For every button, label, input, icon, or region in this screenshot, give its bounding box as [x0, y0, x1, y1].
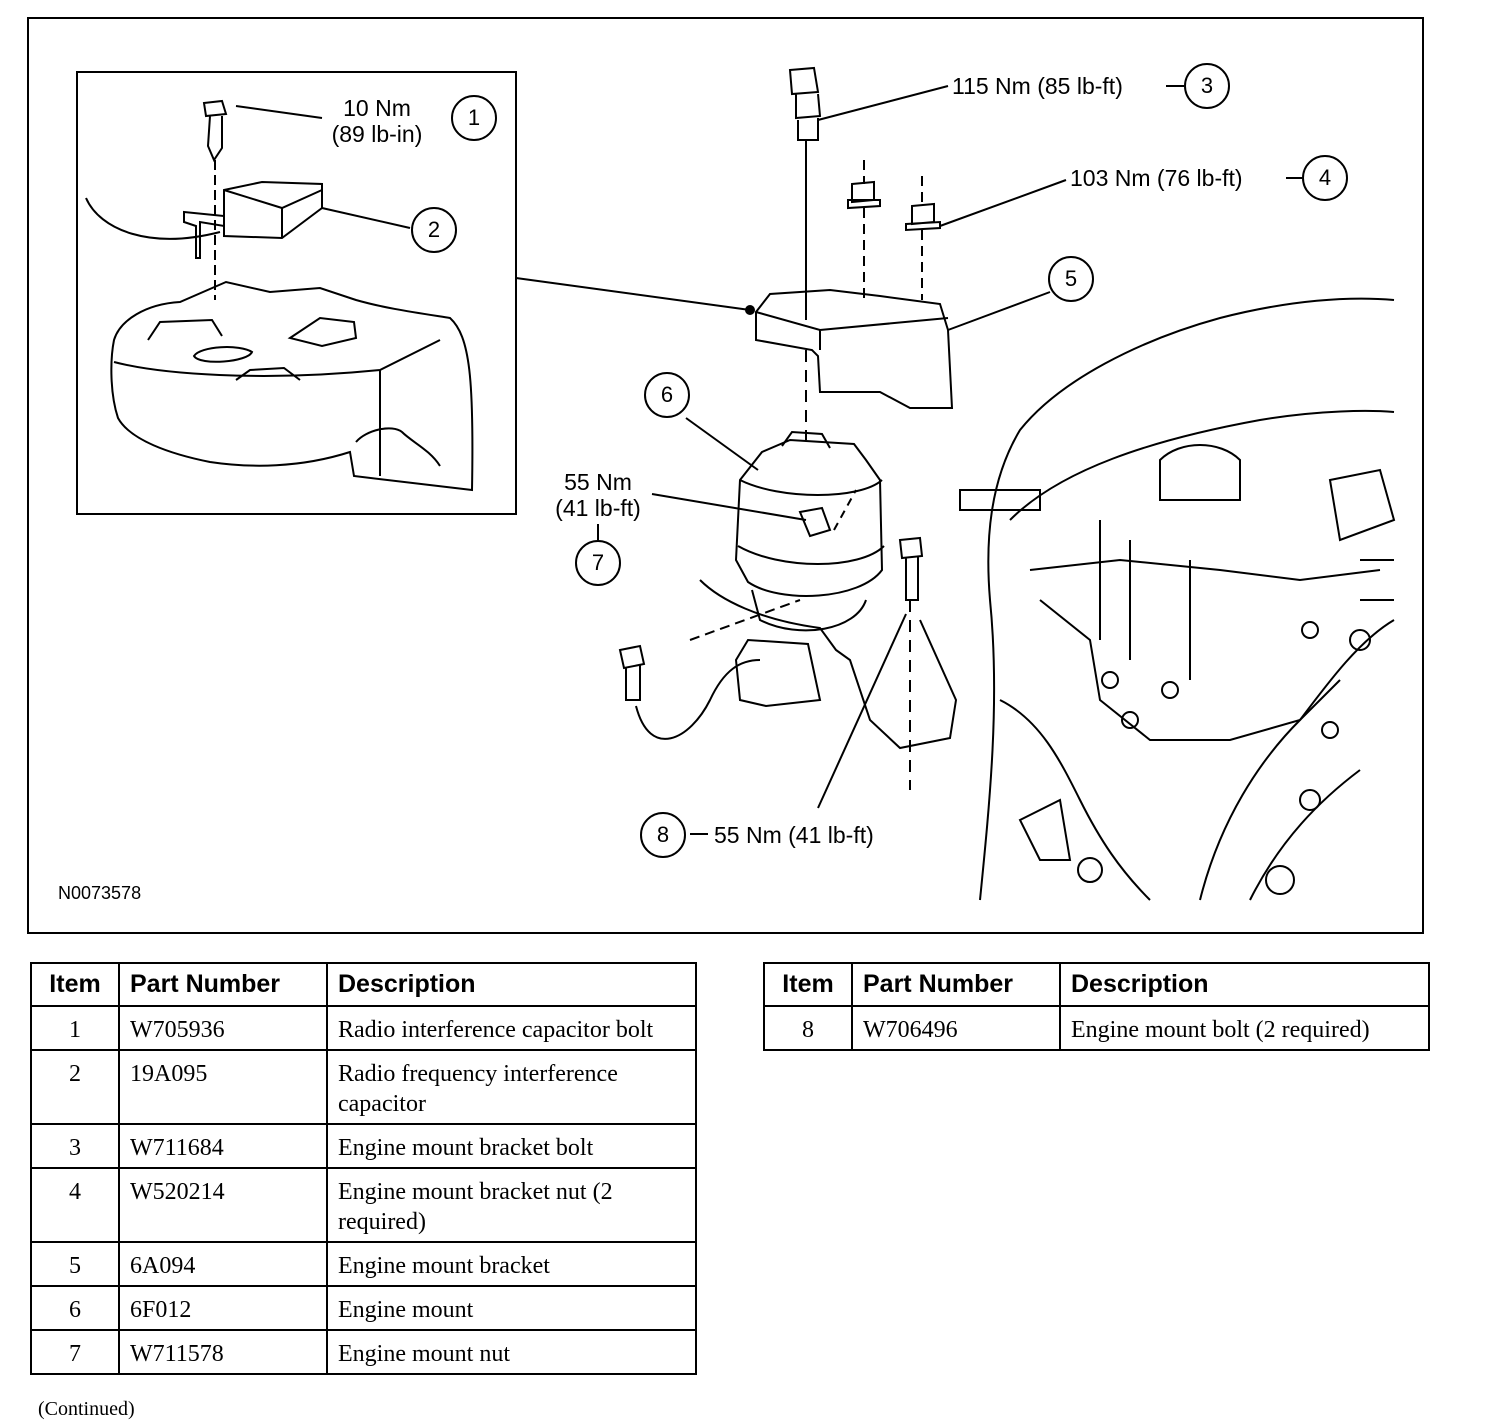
header-description: Description — [1059, 962, 1430, 1007]
torque-label-7: 55 Nm (41 lb-ft) — [540, 469, 656, 521]
table-row: 7 W711578 Engine mount nut — [30, 1329, 697, 1375]
callout-2: 2 — [411, 207, 457, 253]
cell-desc: Radio interference capacitor bolt — [326, 1005, 697, 1051]
engine-mount-bracket — [755, 288, 954, 409]
cell-item: 8 — [763, 1005, 853, 1051]
inset-bracket — [110, 280, 474, 492]
table-row: 8 W706496 Engine mount bolt (2 required) — [763, 1005, 1430, 1051]
callout-8: 8 — [640, 812, 686, 858]
callout-4: 4 — [1302, 155, 1348, 201]
table-row: 2 19A095 Radio frequency interference ca… — [30, 1049, 697, 1125]
torque-label-4: 103 Nm (76 lb-ft) — [1070, 165, 1243, 191]
diagram-frame — [27, 17, 1424, 934]
torque-7-lb: (41 lb-ft) — [555, 495, 641, 521]
callout-6: 6 — [644, 372, 690, 418]
cell-part: W711578 — [118, 1329, 328, 1375]
table-row: 5 6A094 Engine mount bracket — [30, 1241, 697, 1287]
cell-desc: Engine mount nut — [326, 1329, 697, 1375]
nut-7 — [798, 506, 832, 538]
table-row: 4 W520214 Engine mount bracket nut (2 re… — [30, 1167, 697, 1243]
bolt-1 — [202, 99, 228, 163]
torque-label-8: 55 Nm (41 lb-ft) — [714, 822, 874, 848]
cell-item: 6 — [30, 1285, 120, 1331]
cell-part: W520214 — [118, 1167, 328, 1243]
cell-desc: Engine mount — [326, 1285, 697, 1331]
header-description: Description — [326, 962, 697, 1007]
parts-table-left: Item Part Number Description 1 W705936 R… — [30, 962, 697, 1375]
cell-item: 2 — [30, 1049, 120, 1125]
torque-1-lb: (89 lb-in) — [331, 121, 423, 147]
cell-part: 6F012 — [118, 1285, 328, 1331]
cell-item: 7 — [30, 1329, 120, 1375]
exploded-view-diagram — [76, 66, 1396, 901]
cell-desc: Engine mount bolt (2 required) — [1059, 1005, 1430, 1051]
nut-4a — [847, 180, 881, 210]
cell-item: 1 — [30, 1005, 120, 1051]
header-part-number: Part Number — [118, 962, 328, 1007]
cell-part: 6A094 — [118, 1241, 328, 1287]
table-row: 6 6F012 Engine mount — [30, 1285, 697, 1331]
engine-block — [979, 297, 1395, 901]
torque-label-3: 115 Nm (85 lb-ft) — [952, 73, 1123, 99]
bolt-3 — [788, 66, 822, 141]
callout-1: 1 — [451, 95, 497, 141]
cell-part: 19A095 — [118, 1049, 328, 1125]
table-row: 3 W711684 Engine mount bracket bolt — [30, 1123, 697, 1169]
callout-5: 5 — [1048, 256, 1094, 302]
header-item: Item — [30, 962, 120, 1007]
table-header-row: Item Part Number Description — [763, 962, 1430, 1007]
bolt-8a — [898, 536, 924, 601]
capacitor — [223, 180, 323, 240]
header-part-number: Part Number — [851, 962, 1061, 1007]
bolt-8b — [618, 644, 646, 701]
cell-desc: Engine mount bracket — [326, 1241, 697, 1287]
table-header-row: Item Part Number Description — [30, 962, 697, 1007]
parts-table-right: Item Part Number Description 8 W706496 E… — [763, 962, 1430, 1051]
cell-part: W711684 — [118, 1123, 328, 1169]
cell-desc: Radio frequency interference capacitor — [326, 1049, 697, 1125]
torque-1-nm: 10 Nm — [343, 95, 411, 121]
engine-mount — [734, 438, 884, 597]
cell-item: 3 — [30, 1123, 120, 1169]
figure-id: N0073578 — [58, 883, 142, 903]
cell-part: W706496 — [851, 1005, 1061, 1051]
torque-7-nm: 55 Nm — [564, 469, 632, 495]
callout-7: 7 — [575, 540, 621, 586]
cell-part: W705936 — [118, 1005, 328, 1051]
callout-3: 3 — [1184, 63, 1230, 109]
cell-item: 4 — [30, 1167, 120, 1243]
table-row: 1 W705936 Radio interference capacitor b… — [30, 1005, 697, 1051]
cell-desc: Engine mount bracket nut (2 required) — [326, 1167, 697, 1243]
cell-desc: Engine mount bracket bolt — [326, 1123, 697, 1169]
header-item: Item — [763, 962, 853, 1007]
torque-label-1: 10 Nm (89 lb-in) — [318, 95, 436, 147]
continued-note: (Continued) — [38, 1398, 135, 1420]
cell-item: 5 — [30, 1241, 120, 1287]
nut-4b — [905, 202, 941, 232]
inset-box — [76, 71, 517, 515]
